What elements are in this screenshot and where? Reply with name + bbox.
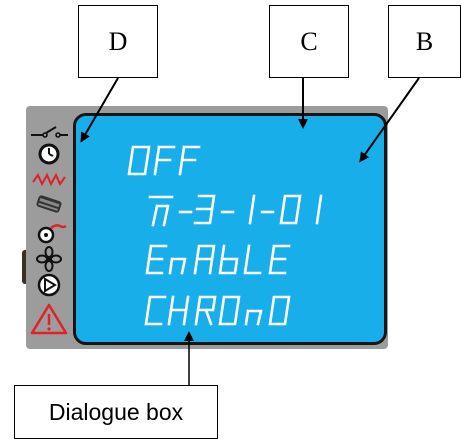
- fan-icon: [36, 246, 62, 272]
- lcd-line-2: ᥒ-3- 1-01: [76, 116, 77, 117]
- callout-dialogue-label: Dialogue box: [48, 398, 184, 425]
- warning-icon: [30, 303, 68, 335]
- pump-icon: [37, 224, 67, 244]
- callout-c-label: C: [300, 26, 318, 56]
- lcd-line-4: CHROnO: [76, 116, 77, 117]
- lcd-screen: OFF ᥒ-3- 1-01 EnAbLE CHROnO: [73, 113, 387, 345]
- callout-c-box: C: [269, 5, 349, 78]
- callout-dialogue-box: Dialogue box: [14, 385, 218, 439]
- play-icon: [37, 273, 61, 297]
- side-knob: [22, 250, 29, 284]
- callout-b-box: B: [388, 5, 461, 78]
- heating-wave-icon: [32, 172, 66, 187]
- burner-icon: [36, 195, 62, 213]
- lcd-line-1: OFF: [76, 116, 77, 117]
- callout-d-box: D: [78, 5, 158, 78]
- callout-b-label: B: [415, 26, 434, 56]
- clock-icon: [38, 143, 60, 165]
- callout-d-label: D: [108, 26, 128, 56]
- switch-icon: [31, 126, 68, 138]
- lcd-line-3: EnAbLE: [76, 116, 77, 117]
